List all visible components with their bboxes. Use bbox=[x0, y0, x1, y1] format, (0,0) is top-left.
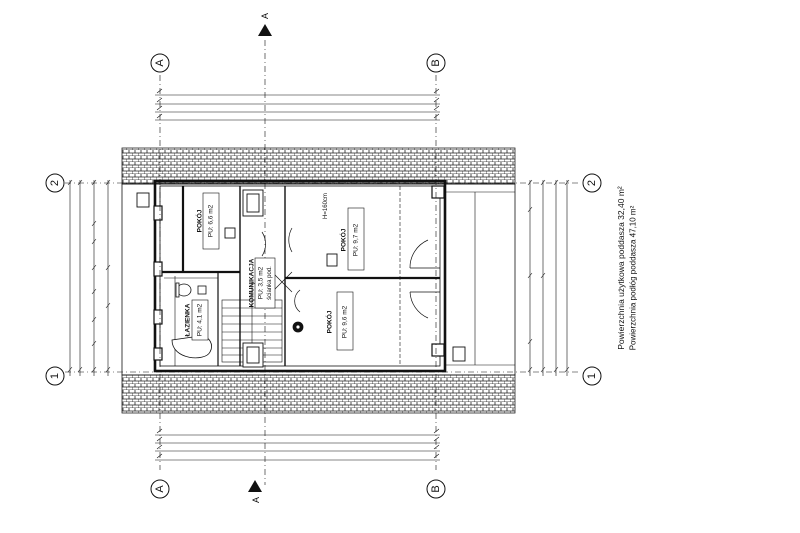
axis-label-2-left: 2 bbox=[49, 180, 61, 186]
dimension-lines-top bbox=[155, 88, 440, 121]
dimension-lines-bottom bbox=[155, 428, 440, 461]
section-marker-top: A bbox=[260, 13, 270, 19]
room-name: POKÓJ bbox=[339, 228, 348, 251]
room-lazienka: ŁAZIENKA PU: 4,1 m2 bbox=[185, 299, 209, 341]
room-name: POKÓJ bbox=[325, 310, 334, 333]
section-markers bbox=[248, 24, 272, 492]
section-marker-bottom: A bbox=[251, 497, 261, 503]
room-pokoj-upper: POKÓJ PU: 9,7 m2 bbox=[339, 207, 365, 271]
axis-label-1-left: 1 bbox=[49, 373, 61, 379]
room-pokoj-small: POKÓJ PU: 6,6 m2 bbox=[195, 192, 220, 250]
dimension-lines-left bbox=[67, 179, 111, 376]
axis-label-1-right: 1 bbox=[586, 373, 598, 379]
height-note: H=160cm bbox=[323, 193, 329, 219]
door-swings bbox=[261, 227, 440, 319]
bathroom-fixtures bbox=[171, 282, 304, 359]
room-name: KOMUNIKACJA bbox=[249, 258, 256, 307]
building-outline bbox=[121, 179, 516, 376]
axis-label-2-right: 2 bbox=[586, 180, 598, 186]
axis-label-a-top: A bbox=[154, 59, 166, 67]
window-markers bbox=[153, 185, 445, 361]
room-pokoj-lower: POKÓJ PU: 9,6 m2 bbox=[325, 291, 354, 351]
room-name: POKÓJ bbox=[195, 209, 204, 232]
room-area: PU: 3,5 m2 bbox=[258, 266, 265, 299]
internal-walls bbox=[160, 186, 440, 366]
axis-label-a-bottom: A bbox=[154, 485, 166, 493]
roof-windows bbox=[136, 189, 466, 368]
area-summary-usable: Powierzchnia użytkowa poddasza 32,40 m² bbox=[616, 186, 626, 350]
axis-lines bbox=[65, 40, 580, 485]
axis-bubbles bbox=[45, 53, 602, 499]
dimension-lines-right bbox=[527, 179, 570, 376]
room-area: PU: 9,6 m2 bbox=[342, 305, 349, 338]
room-area: PU: 6,6 m2 bbox=[208, 204, 215, 237]
room-area: PU: 4,1 m2 bbox=[197, 303, 204, 336]
roof-tiles-bottom bbox=[121, 374, 516, 414]
room-name: ŁAZIENKA bbox=[185, 303, 192, 336]
room-komunikacja: KOMUNIKACJA PU: 3,5 m2 ścianka pod. bbox=[249, 257, 276, 309]
area-summary-floor: Powierzchnia podłóg poddasza 47,10 m² bbox=[629, 205, 638, 350]
room-area: PU: 9,7 m2 bbox=[353, 223, 360, 256]
axis-label-b-bottom: B bbox=[430, 485, 442, 492]
roof-tiles-top bbox=[121, 147, 516, 185]
room-note: ścianka pod. bbox=[267, 266, 273, 300]
axis-label-b-top: B bbox=[430, 59, 442, 66]
